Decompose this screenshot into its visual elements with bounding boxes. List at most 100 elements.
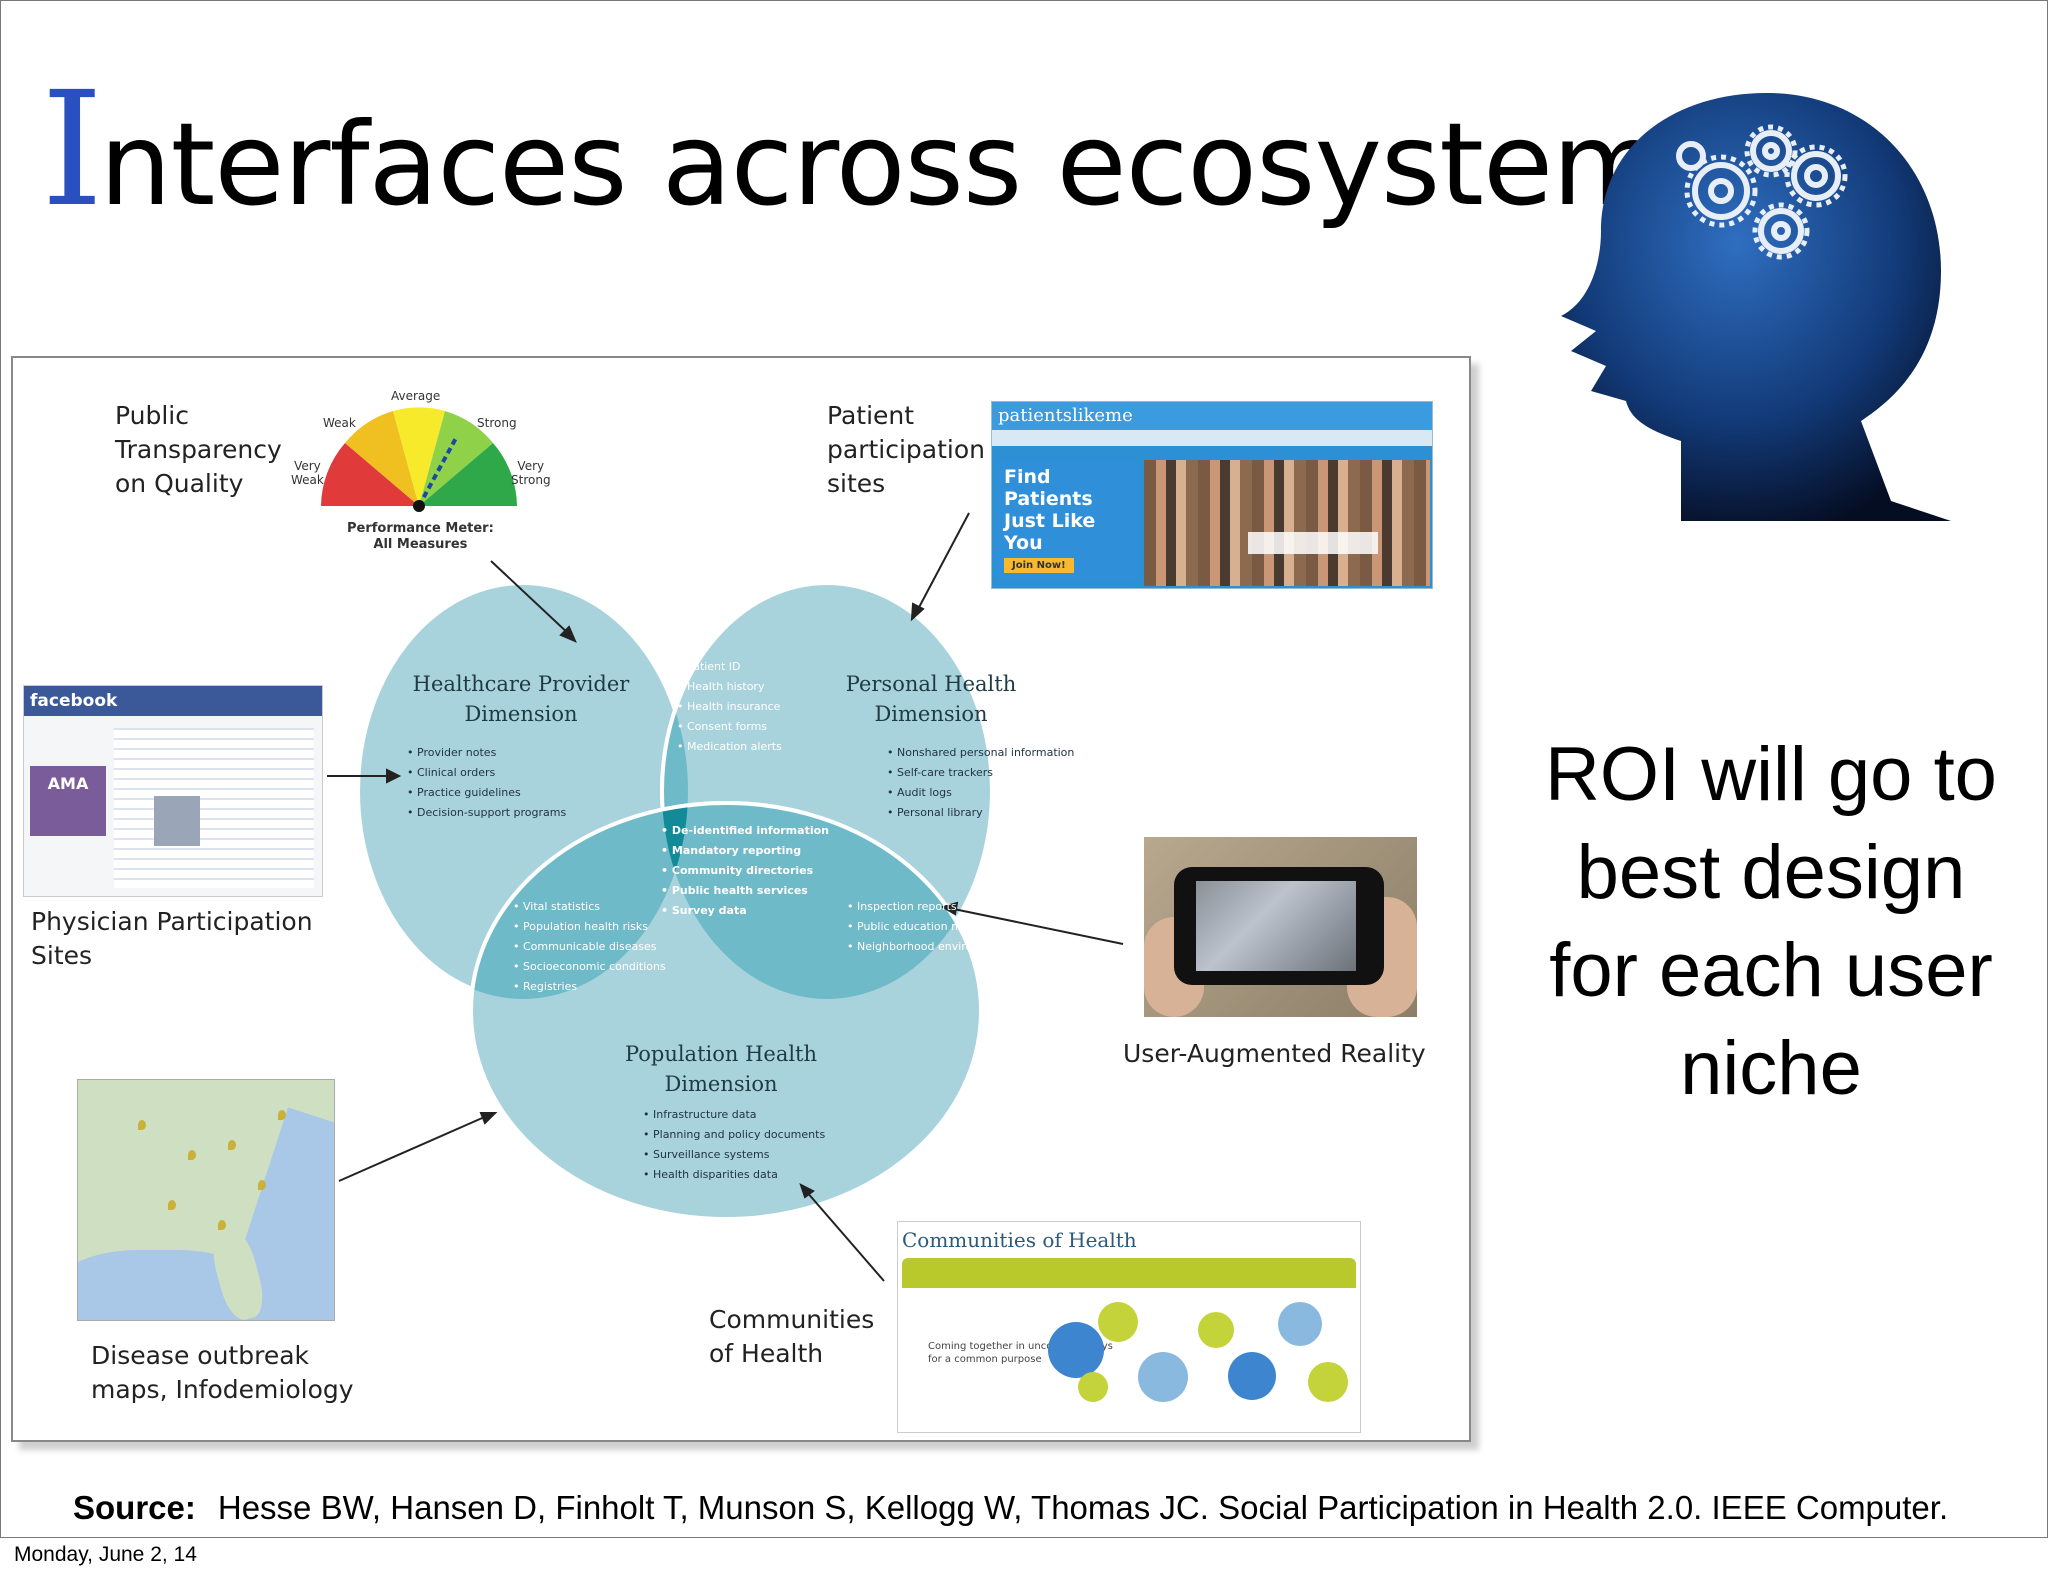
label-line: Patient: [827, 401, 915, 430]
venn-items-personal: Nonshared personal information Self-care…: [887, 743, 1074, 823]
venn-title-line: Healthcare Provider: [412, 672, 630, 696]
venn-item: Audit logs: [887, 783, 1074, 803]
venn-item: Infrastructure data: [643, 1105, 825, 1125]
label-line: sites: [827, 469, 886, 498]
roi-line: niche: [1680, 1026, 1862, 1111]
venn-item: Surveillance systems: [643, 1145, 825, 1165]
venn-items-provider-personal: Patient ID Health history Health insuran…: [677, 657, 782, 757]
venn-item: Health disparities data: [643, 1165, 825, 1185]
patientslikeme-logo: patientslikeme: [992, 402, 1432, 430]
venn-title-personal: Personal Health Dimension: [821, 669, 1041, 729]
title-rest: nterfaces across ecosystem: [99, 98, 1663, 231]
venn-items-provider-population: Vital statistics Population health risks…: [513, 897, 666, 997]
meter-caption-line: Performance Meter:: [347, 521, 494, 536]
map-pin-icon: [278, 1110, 286, 1120]
source-citation: Source:Hesse BW, Hansen D, Finholt T, Mu…: [73, 1489, 1948, 1527]
label-line: Disease outbreak: [91, 1341, 309, 1370]
venn-items-provider: Provider notes Clinical orders Practice …: [407, 743, 566, 823]
footer-date: Monday, June 2, 14: [14, 1543, 197, 1566]
coh-tagline: Coming together in uncommon ways for a c…: [928, 1340, 1113, 1366]
coh-nav-bar: [902, 1258, 1356, 1288]
coh-bubble: [1048, 1322, 1104, 1378]
venn-item: De-identified information: [661, 821, 829, 841]
slide-title: Interfaces across ecosystem: [41, 71, 1663, 231]
roi-line: for each user: [1549, 928, 1993, 1013]
coh-bubble: [1078, 1372, 1108, 1402]
label-disease-outbreak: Disease outbreak maps, Infodemiology: [91, 1339, 354, 1407]
label-line: maps, Infodemiology: [91, 1375, 354, 1404]
meter-very-strong-line: Very: [517, 459, 545, 473]
meter-very-strong-line: Strong: [511, 473, 551, 487]
phone-screen: [1196, 881, 1356, 971]
label-line: participation: [827, 435, 985, 464]
meter-very-weak-line: Weak: [291, 473, 324, 487]
venn-item: Health insurance: [677, 697, 782, 717]
coh-bubble: [1138, 1352, 1188, 1402]
venn-item: Patient ID: [677, 657, 782, 677]
meter-very-strong: Very Strong: [511, 459, 551, 487]
meter-average: Average: [391, 389, 441, 403]
venn-item: Mandatory reporting: [661, 841, 829, 861]
source-text: Hesse BW, Hansen D, Finholt T, Munson S,…: [217, 1489, 1949, 1526]
ama-logo: AMA: [30, 766, 106, 836]
venn-items-center: De-identified information Mandatory repo…: [661, 821, 829, 921]
venn-item: Vital statistics: [513, 897, 666, 917]
patientslikeme-nav: [992, 430, 1432, 446]
venn-item: Survey data: [661, 901, 829, 921]
venn-overlap-ab: [660, 583, 688, 999]
venn-item: Health history: [677, 677, 782, 697]
label-line: Communities: [709, 1305, 875, 1334]
venn-title-line: Dimension: [664, 1072, 778, 1096]
map-pin-icon: [188, 1150, 196, 1160]
label-user-augmented-reality: User-Augmented Reality: [1123, 1039, 1426, 1068]
venn-item: Public health services: [661, 881, 829, 901]
venn-item: Population health risks: [513, 917, 666, 937]
venn-item: Provider notes: [407, 743, 566, 763]
label-line: Physician Participation: [31, 907, 313, 936]
venn-title-population: Population Health Dimension: [611, 1039, 831, 1099]
roi-statement: ROI will go to best design for each user…: [1506, 726, 2036, 1118]
testimonial-box: [1248, 532, 1378, 554]
venn-title-line: Dimension: [874, 702, 988, 726]
venn-item: Communicable diseases: [513, 937, 666, 957]
meter-strong: Strong: [477, 416, 517, 430]
venn-item: Personal library: [887, 803, 1074, 823]
venn-item: Clinical orders: [407, 763, 566, 783]
gear-head-icon: [1561, 92, 1951, 521]
label-line: Transparency: [115, 435, 282, 464]
venn-title-provider: Healthcare Provider Dimension: [411, 669, 631, 729]
label-line: of Health: [709, 1339, 824, 1368]
venn-item: Community directories: [661, 861, 829, 881]
coh-title: Communities of Health: [902, 1228, 1137, 1252]
label-line: Public: [115, 401, 189, 430]
label-patient-participation: Patient participation sites: [827, 399, 985, 501]
label-line: Sites: [31, 941, 93, 970]
roi-line: ROI will go to: [1545, 732, 1997, 817]
title-initial: I: [41, 58, 104, 242]
venn-items-personal-population: Inspection reports Public education mate…: [847, 897, 1065, 957]
coh-bubble: [1308, 1362, 1348, 1402]
venn-item: Practice guidelines: [407, 783, 566, 803]
communities-of-health-screenshot: Communities of Health Coming together in…: [897, 1221, 1361, 1433]
venn-item: Registries: [513, 977, 666, 997]
map-pin-icon: [168, 1200, 176, 1210]
profile-photo: [154, 796, 200, 846]
coh-bubble: [1098, 1302, 1138, 1342]
venn-title-line: Dimension: [464, 702, 578, 726]
venn-item: Nonshared personal information: [887, 743, 1074, 763]
label-physician-participation: Physician Participation Sites: [31, 905, 313, 973]
meter-very-weak: Very Weak: [291, 459, 324, 487]
coh-tagline-line: Coming together in uncommon ways: [928, 1341, 1113, 1352]
venn-item: Medication alerts: [677, 737, 782, 757]
coh-tagline-line: for a common purpose: [928, 1354, 1042, 1365]
performance-meter: [321, 407, 517, 512]
coh-bubble: [1228, 1352, 1276, 1400]
meter-caption: Performance Meter: All Measures: [347, 521, 494, 553]
map-pin-icon: [228, 1140, 236, 1150]
facebook-wall-posts: [114, 728, 314, 888]
coh-bubble: [1278, 1302, 1322, 1346]
patientslikeme-promo: Find Patients Just Like You Join Now!: [996, 462, 1138, 582]
find-patients-heading: Find Patients Just Like You: [996, 462, 1138, 558]
coh-bubble: [1198, 1312, 1234, 1348]
venn-item: Self-care trackers: [887, 763, 1074, 783]
